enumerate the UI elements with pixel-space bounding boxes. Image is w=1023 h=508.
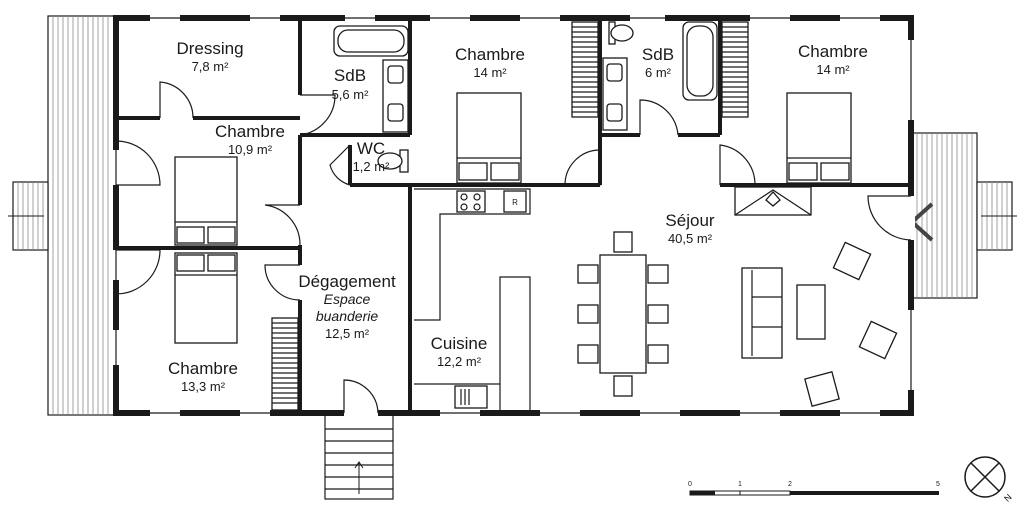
bed-chambre-east [786, 92, 852, 184]
fireplace [734, 186, 812, 216]
compass-north-label: N [1002, 492, 1014, 504]
room-area-chambre-east: 14 m² [816, 62, 850, 77]
fridge [503, 190, 527, 213]
north-compass-icon: N [964, 456, 1014, 504]
sofa [741, 267, 783, 359]
room-name-dressing: Dressing [176, 39, 243, 58]
sinks-sdb-west [382, 59, 409, 133]
room-area-sejour: 40,5 m² [668, 231, 713, 246]
room-name-sejour: Séjour [665, 211, 714, 230]
room-name-wc: WC [357, 139, 385, 158]
door-swings [115, 81, 912, 414]
room-name-sdb-east: SdB [642, 45, 674, 64]
room-area-dressing: 7,8 m² [192, 59, 230, 74]
entry-steps [324, 414, 394, 500]
room-area-sdb-east: 6 m² [645, 65, 672, 80]
room-name-degagement: Dégagement [298, 272, 396, 291]
dining-table [577, 231, 669, 397]
room-area-chambre-sw: 13,3 m² [181, 379, 226, 394]
room-area-wc: 1,2 m² [353, 159, 391, 174]
room-name-chambre-sw: Chambre [168, 359, 238, 378]
bathtub-sdb-west [333, 25, 409, 57]
kitchen-counters [414, 188, 531, 410]
room-area-chambre-center: 14 m² [473, 65, 507, 80]
room-name-chambre-center: Chambre [455, 45, 525, 64]
room-labels: Dressing 7,8 m² Chambre 10,9 m² Chambre … [168, 39, 868, 394]
room-sub-espace: Espace [324, 291, 371, 307]
toilet-sdb-east [608, 21, 634, 45]
exterior-walls [113, 15, 915, 417]
room-area-chambre-nw: 10,9 m² [228, 142, 273, 157]
interior-walls [116, 18, 911, 413]
bathtub-sdb-east [682, 21, 718, 101]
east-terrace [909, 132, 1017, 299]
scale-tick-1: 1 [738, 481, 742, 488]
west-terrace [8, 15, 115, 416]
bed-chambre-nw [174, 156, 238, 246]
room-sub-buanderie: buanderie [316, 308, 378, 324]
room-area-cuisine: 12,2 m² [437, 354, 482, 369]
toilet-wc [377, 149, 409, 173]
room-name-chambre-east: Chambre [798, 42, 868, 61]
room-name-chambre-nw: Chambre [215, 122, 285, 141]
fridge-label: R [512, 198, 518, 207]
wardrobes [271, 21, 749, 411]
scale-tick-0: 0 [688, 481, 692, 488]
room-area-sdb-west: 5,6 m² [332, 87, 370, 102]
sinks-sdb-east [602, 57, 628, 131]
room-name-cuisine: Cuisine [431, 334, 488, 353]
scale-bar: 0 1 2 5 [688, 481, 940, 496]
armchairs [804, 241, 898, 407]
bed-chambre-center [456, 92, 522, 184]
scale-tick-2: 2 [788, 481, 792, 488]
scale-tick-5: 5 [936, 481, 940, 488]
room-name-sdb-west: SdB [334, 66, 366, 85]
room-area-degagement: 12,5 m² [325, 326, 370, 341]
kitchen-sink [454, 385, 488, 409]
coffee-table [796, 284, 826, 340]
bed-chambre-sw [174, 252, 238, 344]
